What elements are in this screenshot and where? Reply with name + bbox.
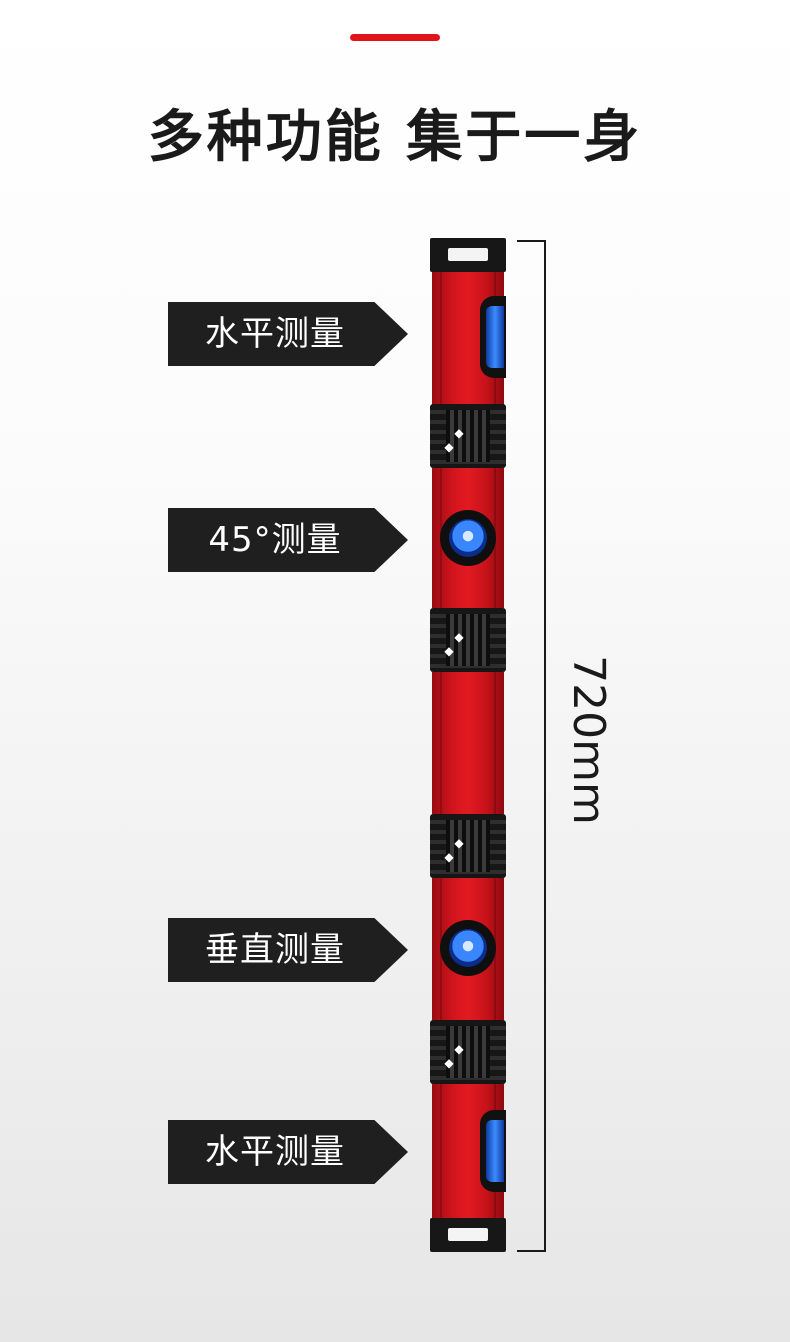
level-segment [432,672,504,814]
dimension-line [544,240,546,1252]
level-top-cap [430,238,506,272]
horizontal-vial-icon [480,296,506,378]
horizontal-vial-icon [480,1110,506,1192]
label-text: 45°测量 [208,520,342,560]
angle-vial-icon [440,510,496,566]
dimension-text: 720mm [563,655,614,825]
label-text: 水平测量 [205,314,345,354]
level-grip [430,1020,506,1084]
label-text: 垂直测量 [205,930,345,970]
level-grip [430,814,506,878]
spirit-level-image [430,238,506,1252]
dimension-tick-top [517,240,546,242]
label-45-degree: 45°测量 [168,508,408,572]
level-grip [430,608,506,672]
level-bottom-cap [430,1218,506,1252]
page-title: 多种功能 集于一身 [147,105,643,170]
vertical-vial-icon [440,920,496,976]
dimension-tick-bottom [517,1250,546,1252]
label-text: 水平测量 [205,1132,345,1172]
accent-bar [350,34,440,41]
label-horizontal-top: 水平测量 [168,302,408,366]
label-vertical: 垂直测量 [168,918,408,982]
label-horizontal-bottom: 水平测量 [168,1120,408,1184]
level-grip [430,404,506,468]
